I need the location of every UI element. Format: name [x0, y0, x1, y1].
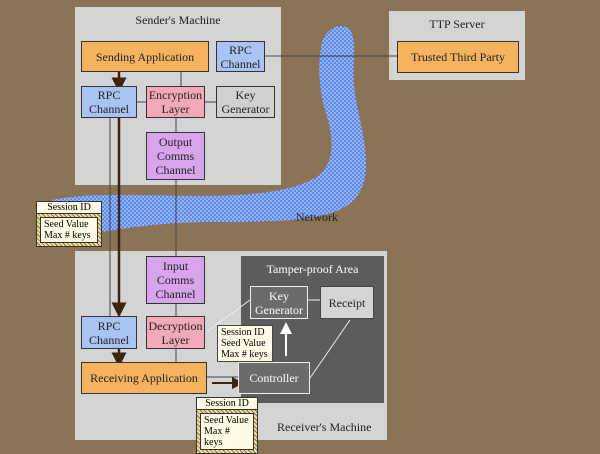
- sending-application-label: Sending Application: [95, 49, 195, 64]
- sending-application-box: Sending Application: [81, 41, 209, 72]
- encryption-layer-box: Encryption Layer: [146, 86, 205, 118]
- sender-key-generator-line1: Key: [235, 88, 256, 102]
- receiving-application-label: Receiving Application: [90, 371, 198, 385]
- input-comms-line2: Comms: [156, 273, 195, 287]
- decryption-layer-line2: Layer: [161, 332, 190, 347]
- tamper-proof-title: Tamper-proof Area: [266, 262, 359, 276]
- session-packet-left: Session ID Seed Value Max # keys: [36, 201, 102, 247]
- sender-key-generator-line2: Generator: [221, 102, 270, 116]
- input-comms-line3: Channel: [155, 287, 196, 301]
- output-comms-box: Output Comms Channel: [146, 132, 205, 180]
- session-packet-left-line1: Seed Value: [44, 219, 89, 230]
- trusted-third-party-label: Trusted Third Party: [410, 50, 505, 64]
- sender-rpc-left-line2: Channel: [89, 102, 129, 116]
- encryption-layer-line2: Layer: [161, 102, 190, 116]
- ttp-server-title: TTP Server: [429, 17, 485, 31]
- session-note-line3: Max # keys: [221, 349, 268, 360]
- decryption-layer-line1: Decryption: [148, 318, 203, 333]
- receipt-label: Receipt: [328, 295, 366, 310]
- controller-label: Controller: [249, 371, 299, 385]
- trusted-third-party-box: Trusted Third Party: [397, 41, 519, 73]
- receiver-machine-title: Receiver's Machine: [277, 420, 372, 434]
- output-comms-line1: Output: [158, 135, 193, 149]
- sender-rpc-right-line1: RPC: [229, 42, 252, 57]
- session-packet-bottom: Session ID Seed Value Max # keys: [196, 397, 258, 454]
- receiver-key-generator-line1: Key: [268, 288, 289, 303]
- decryption-layer-box: Decryption Layer: [146, 316, 205, 349]
- sender-rpc-right-box: RPC Channel: [216, 41, 265, 72]
- session-packet-bottom-line2: Max # keys: [204, 426, 230, 448]
- session-note-line1: Session ID: [221, 327, 265, 338]
- sender-key-generator-box: Key Generator: [216, 86, 275, 118]
- input-comms-box: Input Comms Channel: [146, 256, 205, 304]
- session-packet-left-head: Session ID: [36, 201, 102, 214]
- session-packet-bottom-head: Session ID: [196, 397, 258, 410]
- input-comms-line1: Input: [162, 259, 189, 273]
- receiver-key-generator-box: Key Generator: [250, 286, 308, 319]
- session-packet-left-line2: Max # keys: [44, 230, 91, 241]
- receiver-rpc-line2: Channel: [89, 332, 129, 347]
- receiver-key-generator-line2: Generator: [255, 302, 303, 317]
- receiver-rpc-line1: RPC: [97, 318, 121, 333]
- sender-rpc-left-line1: RPC: [97, 88, 121, 102]
- encryption-layer-line1: Encryption: [148, 88, 203, 102]
- receiver-rpc-box: RPC Channel: [81, 316, 137, 349]
- sender-rpc-right-line2: Channel: [220, 56, 261, 71]
- receipt-box: Receipt: [320, 286, 374, 319]
- output-comms-line2: Comms: [156, 149, 195, 163]
- network-label: Network: [296, 210, 338, 224]
- receiving-application-box: Receiving Application: [81, 362, 207, 394]
- session-packet-bottom-line1: Seed Value: [204, 415, 249, 426]
- session-note-tamper: Session ID Seed Value Max # keys: [217, 325, 273, 362]
- sender-rpc-left-box: RPC Channel: [81, 86, 137, 118]
- output-comms-line3: Channel: [155, 163, 196, 177]
- sender-machine-title: Sender's Machine: [135, 13, 221, 27]
- controller-box: Controller: [238, 362, 310, 394]
- session-note-line2: Seed Value: [221, 338, 266, 349]
